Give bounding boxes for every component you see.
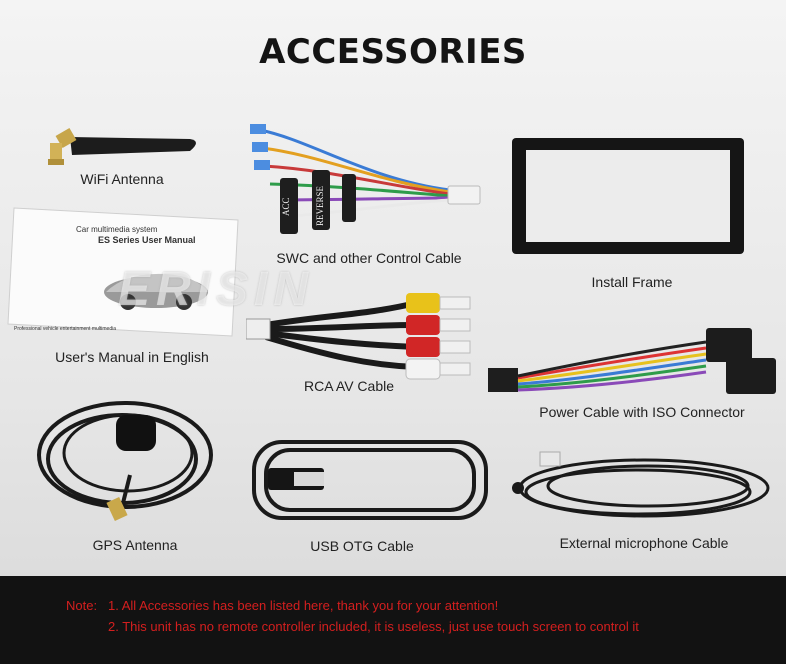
gps-antenna-image <box>37 401 213 522</box>
user-manual-image: Car multimedia system ES Series User Man… <box>7 207 239 337</box>
manual-line2: ES Series User Manual <box>98 235 196 245</box>
manual-footer: Professional vehicle entertainment multi… <box>14 326 116 332</box>
usb-otg-cable-label: USB OTG Cable <box>310 538 414 554</box>
notes-bar <box>0 576 786 664</box>
user-manual-label: User's Manual in English <box>55 349 209 365</box>
gps-antenna-label: GPS Antenna <box>92 537 178 553</box>
install-frame-image <box>512 138 744 254</box>
swc-cable-image: ACC REVERSE <box>250 124 481 234</box>
wifi-antenna-label: WiFi Antenna <box>80 171 164 187</box>
note-prefix: Note: <box>66 598 98 613</box>
usb-otg-cable-image <box>252 440 488 520</box>
power-cable-label: Power Cable with ISO Connector <box>539 404 745 420</box>
manual-line1: Car multimedia system <box>76 225 158 234</box>
brand-watermark: ERISIN <box>118 263 315 316</box>
power-cable-image <box>488 328 776 394</box>
acc-tag: ACC <box>281 197 291 216</box>
install-frame-label: Install Frame <box>591 274 673 290</box>
page-title: ACCESSORIES <box>259 32 527 72</box>
microphone-cable-image <box>512 451 770 518</box>
rca-cable-label: RCA AV Cable <box>303 378 395 394</box>
note-2: 2. This unit has no remote controller in… <box>108 619 639 634</box>
swc-cable-label: SWC and other Control Cable <box>276 250 462 266</box>
wifi-antenna-image <box>48 127 196 165</box>
reverse-tag: REVERSE <box>315 185 325 226</box>
microphone-cable-label: External microphone Cable <box>559 535 729 551</box>
rca-cable-image <box>246 293 471 380</box>
note-1: 1. All Accessories has been listed here,… <box>108 598 499 613</box>
